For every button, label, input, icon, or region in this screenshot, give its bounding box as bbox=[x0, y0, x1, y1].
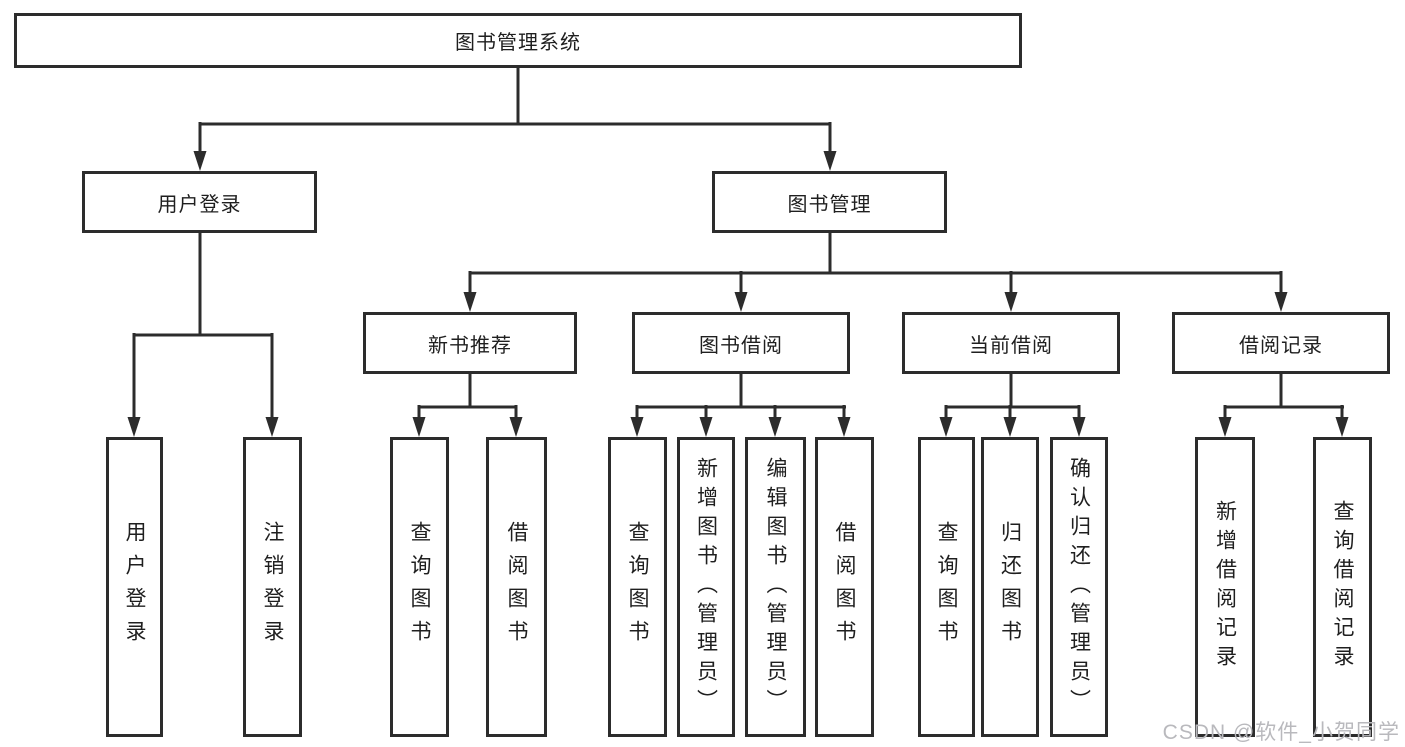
connector-new-book-children bbox=[412, 374, 523, 437]
node-leaf-user-login: 用户登录 bbox=[106, 437, 163, 737]
connector-current-borrow-children bbox=[939, 374, 1086, 437]
node-book-borrow: 图书借阅 bbox=[632, 312, 850, 374]
node-leaf-query-books-1-label: 查询图书 bbox=[408, 521, 431, 653]
csdn-watermark: CSDN @软件_小贺同学 bbox=[1162, 721, 1400, 744]
connector-book-management-children bbox=[463, 233, 1288, 312]
node-leaf-query-books-2-label: 查询图书 bbox=[626, 521, 649, 653]
node-leaf-query-books-3: 查询图书 bbox=[918, 437, 975, 737]
node-leaf-logout-label: 注销登录 bbox=[261, 521, 284, 653]
connector-root-to-level2 bbox=[193, 67, 837, 171]
node-user-login-label: 用户登录 bbox=[157, 193, 242, 216]
node-leaf-borrow-books-2: 借阅图书 bbox=[815, 437, 874, 737]
node-leaf-edit-books-admin: 编辑图书（管理员） bbox=[745, 437, 806, 737]
node-leaf-add-books-admin-label: 新增图书（管理员） bbox=[694, 456, 718, 718]
connector-book-borrow-children bbox=[630, 374, 851, 437]
node-leaf-return-books-label: 归还图书 bbox=[998, 521, 1022, 653]
node-leaf-borrow-books-1: 借阅图书 bbox=[486, 437, 547, 737]
node-new-book-recommend-label: 新书推荐 bbox=[428, 334, 512, 357]
connector-borrow-records-children bbox=[1218, 374, 1349, 437]
node-leaf-edit-books-admin-label: 编辑图书（管理员） bbox=[764, 456, 787, 718]
node-current-borrow-label: 当前借阅 bbox=[969, 334, 1053, 357]
node-leaf-query-books-3-label: 查询图书 bbox=[935, 521, 958, 653]
node-leaf-add-books-admin: 新增图书（管理员） bbox=[677, 437, 735, 737]
node-book-management: 图书管理 bbox=[712, 171, 947, 233]
node-book-borrow-label: 图书借阅 bbox=[699, 334, 783, 357]
node-leaf-add-borrow-record-label: 新增借阅记录 bbox=[1213, 500, 1237, 674]
node-library-system: 图书管理系统 bbox=[14, 13, 1022, 68]
node-borrow-records: 借阅记录 bbox=[1172, 312, 1390, 374]
node-leaf-borrow-books-1-label: 借阅图书 bbox=[505, 521, 528, 653]
node-leaf-return-books: 归还图书 bbox=[981, 437, 1039, 737]
connector-user-login-children bbox=[127, 233, 279, 437]
node-leaf-query-borrow-record-label: 查询借阅记录 bbox=[1331, 500, 1354, 674]
node-current-borrow: 当前借阅 bbox=[902, 312, 1120, 374]
node-user-login: 用户登录 bbox=[82, 171, 317, 233]
node-leaf-confirm-return-admin: 确认归还（管理员） bbox=[1050, 437, 1108, 737]
node-library-system-label: 图书管理系统 bbox=[455, 32, 581, 54]
node-leaf-logout: 注销登录 bbox=[243, 437, 302, 737]
node-leaf-confirm-return-admin-label: 确认归还（管理员） bbox=[1067, 456, 1091, 718]
node-leaf-query-books-2: 查询图书 bbox=[608, 437, 667, 737]
node-leaf-query-borrow-record: 查询借阅记录 bbox=[1313, 437, 1372, 737]
node-book-management-label: 图书管理 bbox=[787, 193, 872, 216]
node-new-book-recommend: 新书推荐 bbox=[363, 312, 577, 374]
node-borrow-records-label: 借阅记录 bbox=[1239, 334, 1323, 357]
node-leaf-add-borrow-record: 新增借阅记录 bbox=[1195, 437, 1255, 737]
node-leaf-user-login-label: 用户登录 bbox=[123, 521, 146, 653]
node-leaf-query-books-1: 查询图书 bbox=[390, 437, 449, 737]
node-leaf-borrow-books-2-label: 借阅图书 bbox=[833, 521, 856, 653]
